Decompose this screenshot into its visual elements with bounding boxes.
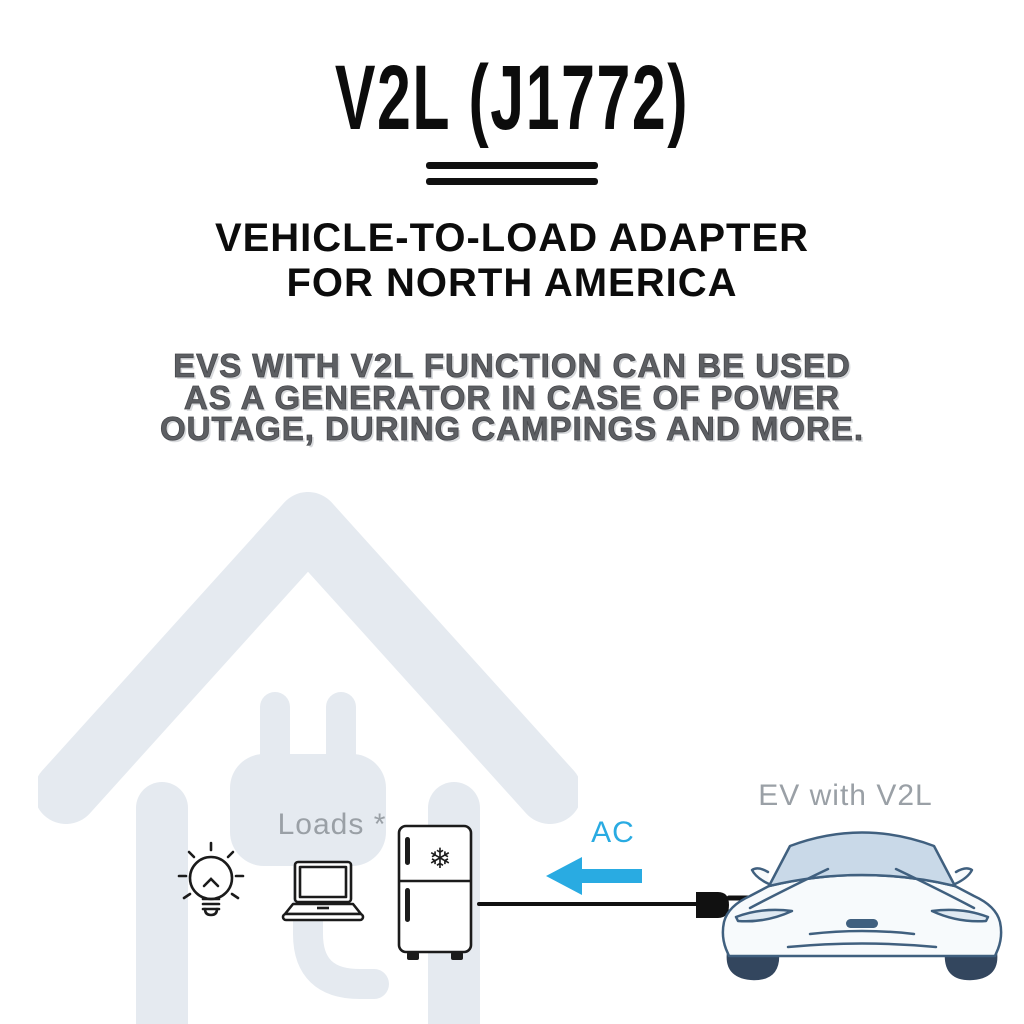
power-cable-line <box>477 902 699 906</box>
plug-watermark-icon <box>230 692 386 866</box>
laptop-icon <box>281 860 365 922</box>
light-bulb-icon <box>177 841 245 917</box>
ac-label: AC <box>591 816 635 849</box>
page-title: V2L (J1772) <box>334 45 690 150</box>
arrow-left-icon <box>546 857 642 895</box>
description-line-3: OUTAGE, DURING CAMPINGS AND MORE. <box>159 410 864 447</box>
loads-label: Loads * <box>277 808 387 841</box>
subtitle-line-2: FOR NORTH AMERICA <box>286 261 738 305</box>
description-line-2: AS A GENERATOR IN CASE OF POWER <box>183 378 841 416</box>
refrigerator-icon: ❄ <box>397 824 473 960</box>
description-line-1: EVS WITH V2L FUNCTION CAN BE USED <box>173 347 851 384</box>
description: EVS WITH V2L FUNCTION CAN BE USED AS A G… <box>0 347 1024 447</box>
subtitle: VEHICLE-TO-LOAD ADAPTER FOR NORTH AMERIC… <box>0 216 1024 306</box>
ev-car-icon <box>721 831 1003 981</box>
divider-bar-top <box>426 162 598 169</box>
house-watermark-icon <box>38 492 578 1024</box>
divider-bar-bottom <box>426 178 598 185</box>
title-divider <box>426 162 598 185</box>
subtitle-line-1: VEHICLE-TO-LOAD ADAPTER <box>214 216 810 260</box>
ev-label: EV with V2L <box>758 779 933 812</box>
snowflake-icon: ❄ <box>428 842 451 875</box>
